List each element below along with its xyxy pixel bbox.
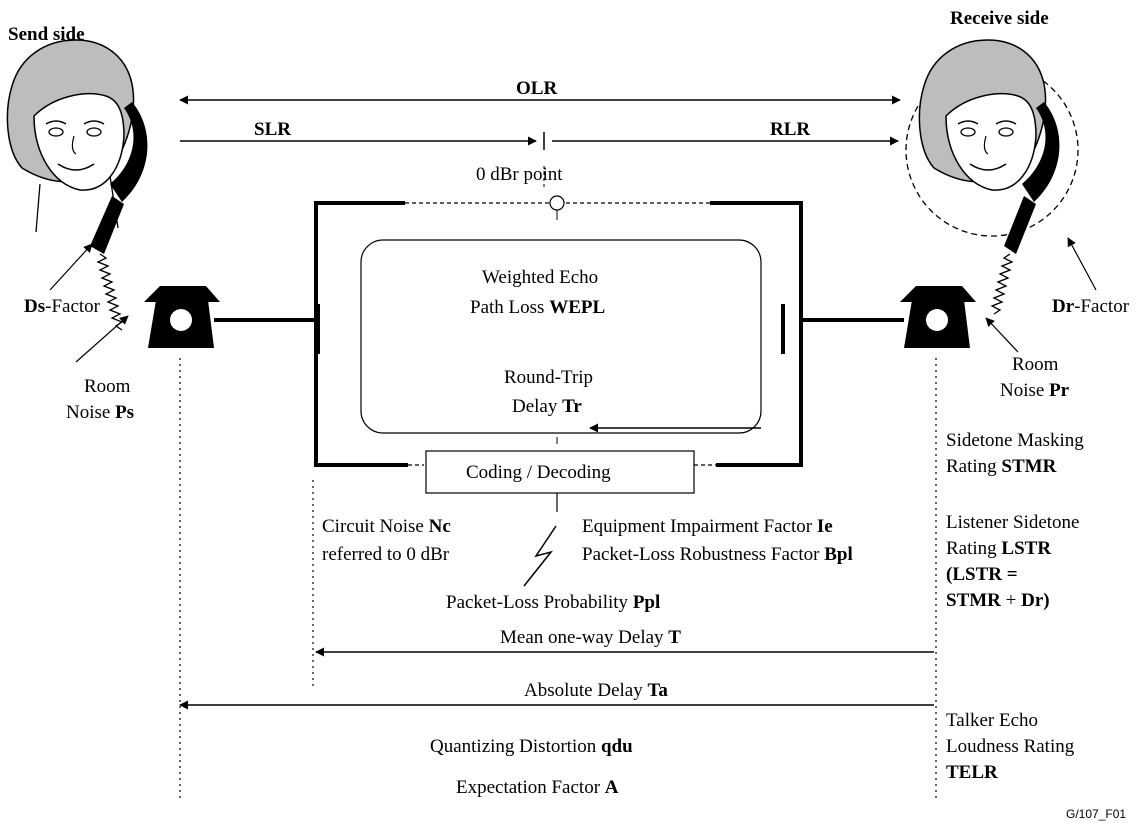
lightning-icon [523,525,557,587]
send-side-talker-icon [6,39,135,233]
ds-factor-pointer [49,243,93,291]
lstr-line2: Rating LSTR [946,538,1051,559]
wepl-label-line1: Weighted Echo [482,267,598,288]
mean-delay-label: Mean one-way Delay T [500,627,681,648]
packet-loss-robustness-label: Packet-Loss Robustness Factor Bpl [582,544,853,565]
circuit-noise-line2: referred to 0 dBr [322,544,450,565]
send-side-handset-icon [90,102,148,254]
dr-factor-pointer [1067,237,1097,291]
round-trip-label-line1: Round-Trip [504,367,593,388]
codec-box [425,450,695,494]
lstr-line4: STMR + Dr) [946,590,1050,611]
stmr-line2: Rating STMR [946,456,1057,477]
telr-line2: Loudness Rating [946,736,1075,757]
reference-dotted-lines [179,358,937,798]
receive-room-noise-line2: Noise Pr [1000,380,1070,401]
absolute-delay-label: Absolute Delay Ta [524,680,668,701]
slr-label: SLR [254,119,291,140]
zero-dbr-node [549,195,565,211]
zero-dbr-point-label: 0 dBr point [476,164,563,185]
lstr-line1: Listener Sidetone [946,512,1080,533]
telr-line3: TELR [946,762,998,783]
network-loop [214,201,904,467]
send-room-noise-line1: Room [84,376,131,397]
receive-side-listener-icon [918,39,1047,191]
circuit-noise-line1: Circuit Noise Nc [322,516,451,537]
olr-label: OLR [516,78,557,99]
packet-loss-probability-label: Packet-Loss Probability Ppl [446,592,660,613]
codec-label: Coding / Decoding [466,462,611,483]
ds-factor-label: Ds-Factor [24,296,101,317]
dr-factor-label: Dr-Factor [1052,296,1130,317]
receive-side-telephone-icon [900,286,976,348]
figure-id: G/107_F01 [1066,807,1126,821]
send-room-noise-pointer [75,315,129,363]
stmr-line1: Sidetone Masking [946,430,1084,451]
send-room-noise-line2: Noise Ps [66,402,134,423]
lstr-line3: (LSTR = [946,564,1018,585]
receive-side-title: Receive side [950,8,1049,29]
round-trip-label-line2: Delay Tr [512,396,582,417]
receive-side-coiled-cord [990,253,1014,315]
receive-room-noise-pointer [985,317,1019,353]
quantizing-distortion-label: Quantizing Distortion qdu [430,736,633,757]
equipment-impairment-label: Equipment Impairment Factor Ie [582,516,833,537]
telr-line1: Talker Echo [946,710,1038,731]
receive-side-handset-icon [1004,102,1060,254]
rlr-label: RLR [770,119,810,140]
send-side-telephone-icon [144,286,220,348]
wepl-label-line2: Path Loss WEPL [470,297,605,318]
expectation-factor-label: Expectation Factor A [456,777,619,798]
echo-path-box [360,239,762,434]
receive-room-noise-line1: Room [1012,354,1059,375]
send-side-coiled-cord [96,253,124,331]
send-side-title: Send side [8,24,85,45]
